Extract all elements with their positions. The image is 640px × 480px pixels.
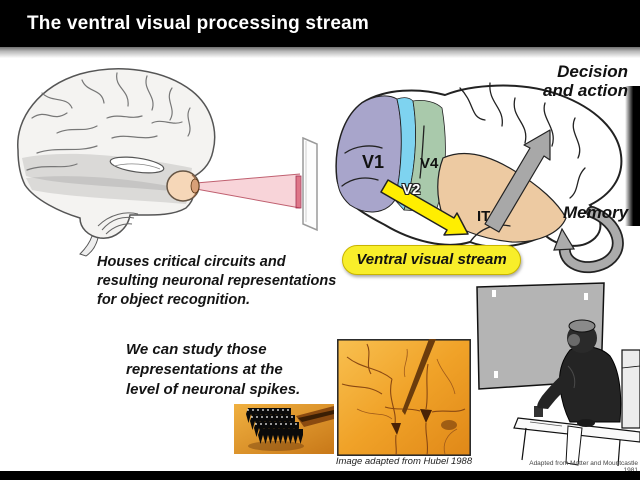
display-screen-sketch (302, 136, 318, 232)
multielectrode-array-photo (234, 404, 334, 454)
label-it: IT (477, 208, 491, 225)
label-v1: V1 (362, 152, 385, 172)
brainstem-sketch (79, 235, 99, 257)
hubel-caption: Image adapted from Hubel 1988 (335, 456, 473, 467)
visual-beam (196, 174, 300, 208)
bottom-bar (0, 471, 640, 480)
memory-label: Memory (563, 203, 629, 222)
monkey-caption: Adapted from Motter and Mountcastle 1981 (529, 460, 638, 474)
decision-and-action-label: Decision and action (542, 62, 628, 100)
sylvian-fissure (109, 156, 165, 174)
slide-title: The ventral visual processing stream (27, 13, 369, 34)
title-bar: The ventral visual processing stream (0, 0, 640, 47)
body-text-circuits: Houses critical circuits and resulting n… (97, 254, 337, 308)
brain-sketch-outline (17, 68, 216, 239)
decision-arrow (484, 129, 551, 233)
body-text-spikes: We can study those representations at th… (126, 341, 301, 398)
hubel-neuron-photo (337, 339, 471, 456)
label-v2: V2 (402, 181, 421, 198)
recording-electrode (402, 339, 436, 415)
label-v4: V4 (420, 155, 439, 172)
monkey-figure (537, 319, 622, 427)
scan-edge-shadow (625, 86, 640, 226)
ventral-stream-arrow (380, 179, 469, 236)
title-bar-gradient (0, 47, 640, 58)
monkey-experiment-illustration (476, 282, 640, 466)
brain-eye-screen-illustration (17, 68, 318, 257)
stimulus-bar (295, 175, 302, 209)
ventral-stream-diagram (335, 82, 624, 274)
ventral-visual-stream-badge: Ventral visual stream (342, 245, 521, 275)
